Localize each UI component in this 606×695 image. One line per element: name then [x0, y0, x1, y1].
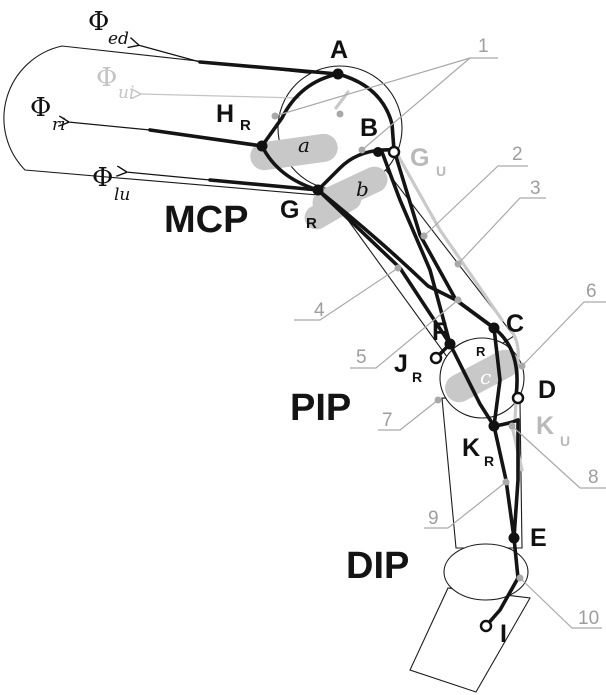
callout-numbers: 1 2 3 4 5 6 7 8 9 10	[314, 36, 599, 629]
phi-ui: Φ	[96, 63, 117, 93]
dip-joint-head	[443, 543, 529, 601]
point-GR	[312, 184, 324, 196]
callout-6: 6	[586, 281, 597, 302]
point-B	[373, 147, 383, 157]
callout-10: 10	[578, 608, 599, 629]
phi-ri-sub: ri	[52, 115, 66, 135]
callout-4: 4	[314, 300, 325, 321]
label-H-sub: R	[240, 117, 251, 134]
phi-ri: Φ	[30, 93, 51, 123]
label-KR: K	[462, 434, 480, 462]
joint-mcp-label: MCP	[164, 199, 248, 241]
label-E: E	[530, 524, 547, 552]
callout-9: 9	[428, 508, 439, 529]
label-H: H	[216, 100, 234, 128]
point-HR	[256, 140, 268, 152]
extensor-tendon	[198, 60, 340, 76]
joint-dip-label: DIP	[346, 545, 409, 587]
label-GR: G	[280, 196, 299, 224]
callout-1: 1	[478, 36, 489, 57]
label-GU: G	[410, 144, 429, 172]
point-C	[488, 322, 500, 334]
joint-pip-label: PIP	[290, 387, 351, 429]
point-D	[511, 391, 525, 405]
phi-ed: Φ	[88, 7, 109, 37]
distal-phalanx	[409, 587, 531, 693]
label-GR-sub: R	[306, 215, 317, 232]
phi-ui-sub: ui	[118, 83, 134, 103]
phi-lu: Φ	[92, 163, 113, 193]
callout-5: 5	[356, 347, 367, 368]
sesamoid-c	[445, 349, 519, 403]
sesamoid-letters: a b c	[298, 133, 491, 389]
phi-lu-sub: lu	[114, 185, 130, 205]
joint-points	[256, 68, 525, 633]
label-J: J	[394, 350, 408, 378]
joint-names: MCP PIP DIP	[164, 199, 409, 587]
label-D: D	[538, 376, 556, 404]
callout-7: 7	[382, 410, 393, 431]
label-A: A	[330, 36, 348, 64]
callout-8: 8	[588, 467, 599, 488]
label-a: a	[298, 133, 310, 157]
label-F: F	[432, 318, 447, 346]
callout-leaders	[271, 57, 606, 629]
point-J	[429, 351, 443, 365]
label-KR-sub: R	[484, 453, 494, 469]
label-B: B	[360, 114, 378, 142]
force-labels: Φ ed Φ ui Φ ri Φ lu	[30, 7, 134, 205]
callout-3: 3	[530, 178, 541, 199]
label-I: I	[500, 620, 507, 648]
callout-2: 2	[512, 144, 523, 165]
label-C: C	[506, 310, 524, 338]
label-b: b	[356, 177, 369, 201]
point-F	[444, 338, 456, 350]
point-A	[332, 68, 344, 80]
point-I	[479, 619, 493, 633]
label-c: c	[480, 365, 491, 389]
point-E	[508, 532, 520, 544]
force-lines	[68, 45, 301, 181]
label-F-sub: R	[476, 344, 486, 359]
label-GU-sub: U	[436, 163, 446, 179]
point-Gu	[387, 145, 401, 159]
point-labels: A B C D E F R I H R G R G U J R K R K U	[216, 36, 570, 648]
radial-interosseous-tendon	[148, 128, 264, 148]
phi-ed-sub: ed	[108, 29, 129, 49]
label-KU: K	[536, 412, 554, 440]
lumbrical-tendon	[208, 178, 320, 192]
middle-phalanx	[441, 397, 523, 549]
sesamoid-gr	[304, 186, 362, 230]
label-J-sub: R	[412, 369, 422, 385]
point-KR	[488, 420, 500, 432]
label-KU-sub: U	[560, 433, 570, 449]
